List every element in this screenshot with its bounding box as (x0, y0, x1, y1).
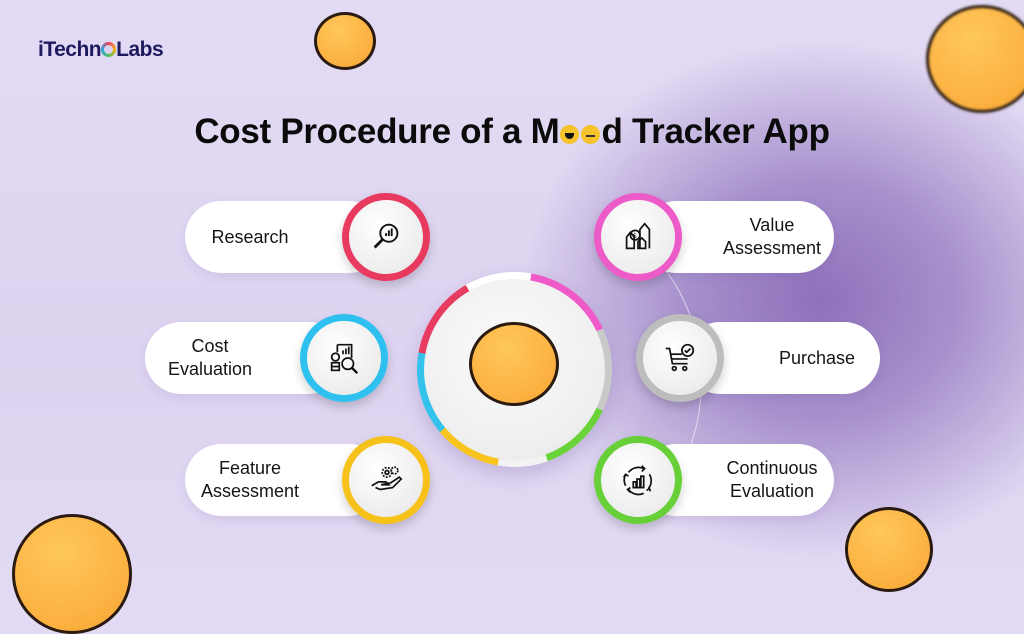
itechnolabs-logo: iTechn Labs (38, 38, 164, 62)
laughing-smiley-icon (469, 322, 559, 406)
continuous-evaluation-badge (594, 436, 682, 524)
smiley-top-icon (314, 12, 376, 70)
hand-gears-icon (371, 466, 403, 491)
step-label-line1: Cost (191, 336, 229, 356)
step-label-line2: Evaluation (167, 359, 253, 379)
step-label-line2: Assessment (200, 481, 300, 501)
cart-check-icon (665, 343, 695, 372)
logo-ring-icon (101, 42, 116, 57)
page-title: Cost Procedure of a M d Tracker App (0, 112, 1024, 152)
neutral-emoji-icon (581, 125, 601, 144)
cycle-chart-icon (623, 465, 653, 496)
svg-text:$: $ (633, 232, 637, 240)
step-label-line1: Value (749, 215, 795, 235)
value-assessment-badge: $ (594, 193, 682, 281)
purchase-badge (636, 314, 724, 402)
step-label: Purchase (778, 347, 856, 368)
smiley-bottom-left-icon (12, 514, 132, 634)
smiley-top-right-icon (926, 5, 1024, 113)
step-label-line1: Continuous (726, 458, 818, 478)
step-label-line2: Evaluation (729, 481, 815, 501)
cost-evaluation-badge (300, 314, 388, 402)
step-label-line2: Assessment (722, 238, 822, 258)
laughing-emoji-icon (560, 125, 580, 144)
feature-assessment-badge (342, 436, 430, 524)
houses-dollar-icon: $ (625, 222, 651, 250)
step-label-line1: Feature (218, 458, 282, 478)
title-pre: Cost Procedure of a M (194, 112, 560, 151)
step-label: Research (211, 226, 289, 247)
logo-text-pre: iTechn (38, 38, 102, 61)
research-badge (342, 193, 430, 281)
document-coins-search-icon (330, 343, 359, 375)
title-post: d Tracker App (601, 112, 830, 151)
logo-text-post: Labs (116, 38, 164, 61)
smiley-bottom-right-icon (845, 507, 933, 592)
magnifier-chart-icon (373, 223, 399, 249)
